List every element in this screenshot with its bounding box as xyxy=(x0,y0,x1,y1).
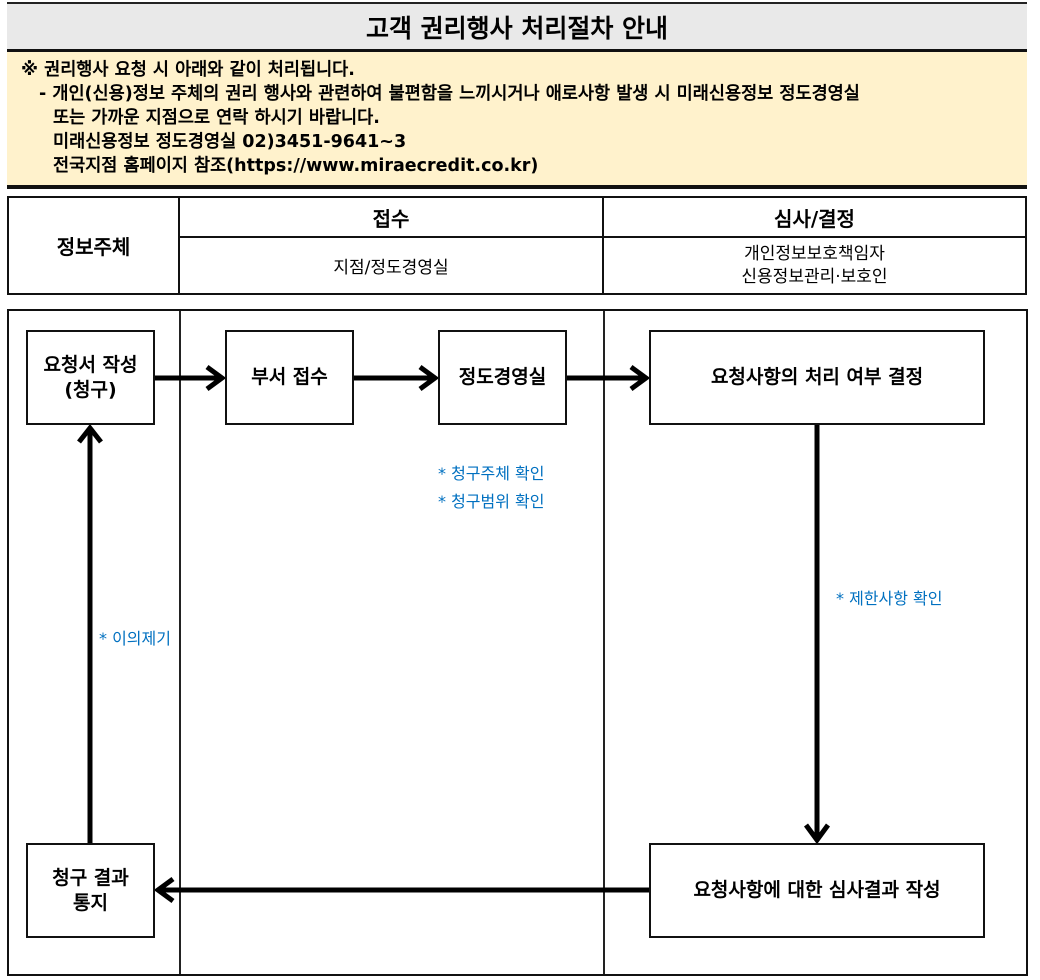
step-compliance: 정도경영실 xyxy=(438,330,567,425)
note-limits: * 제한사항 확인 xyxy=(836,589,943,608)
notice-box: ※ 권리행사 요청 시 아래와 같이 처리됩니다. - 개인(신용)정보 주체의… xyxy=(7,52,1027,189)
review-owner-2: 신용정보관리·보호인 xyxy=(741,266,888,287)
notice-homepage: 전국지점 홈페이지 참조(https://www.miraecredit.co.… xyxy=(53,156,539,176)
header-review-sub: 개인정보보호책임자 신용정보관리·보호인 xyxy=(604,238,1025,293)
step-label: 통지 xyxy=(73,891,108,914)
notice-line: ※ 권리행사 요청 시 아래와 같이 처리됩니다. xyxy=(21,60,355,80)
step-notify: 청구 결과 통지 xyxy=(26,843,155,938)
arrowhead xyxy=(77,423,103,444)
step-request: 요청서 작성 (청구) xyxy=(26,330,155,425)
header-reception: 접수 xyxy=(180,198,604,238)
page-title: 고객 권리행사 처리절차 안내 xyxy=(7,2,1027,52)
step-decide: 요청사항의 처리 여부 결정 xyxy=(649,330,985,425)
notice-phone: 미래신용정보 정도경영실 02)3451-9641~3 xyxy=(53,132,407,152)
arrowhead xyxy=(205,364,227,392)
note-subject: * 청구주체 확인 xyxy=(438,464,545,483)
notice-line: - 개인(신용)정보 주체의 권리 행사와 관련하여 불편함을 느끼시거나 애로… xyxy=(39,84,860,104)
header-table: 정보주체 접수 지점/정도경영실 심사/결정 개인정보보호책임자 신용정보관리·… xyxy=(7,196,1027,295)
arrowhead xyxy=(153,876,175,904)
note-objection: * 이의제기 xyxy=(99,629,171,648)
lane-divider xyxy=(179,311,181,974)
step-label: (청구) xyxy=(64,378,117,401)
lane-divider xyxy=(603,311,605,974)
title-text: 고객 권리행사 처리절차 안내 xyxy=(365,13,669,43)
note-scope: * 청구범위 확인 xyxy=(438,492,545,511)
notice-line: 또는 가까운 지점으로 연락 하시기 바랍니다. xyxy=(53,108,380,128)
arrowhead xyxy=(418,364,440,392)
arrowhead xyxy=(803,823,831,845)
step-dept-receive: 부서 접수 xyxy=(225,330,354,425)
header-review: 심사/결정 xyxy=(604,198,1025,238)
step-label: 청구 결과 xyxy=(52,866,129,889)
header-reception-sub: 지점/정도경영실 xyxy=(180,238,604,293)
step-label: 요청서 작성 xyxy=(43,353,138,376)
step-review-result: 요청사항에 대한 심사결과 작성 xyxy=(649,843,985,938)
arrowhead xyxy=(629,364,651,392)
flow-area xyxy=(7,309,1028,976)
header-subject: 정보주체 xyxy=(9,198,180,293)
review-owner-1: 개인정보보호책임자 xyxy=(744,243,885,264)
